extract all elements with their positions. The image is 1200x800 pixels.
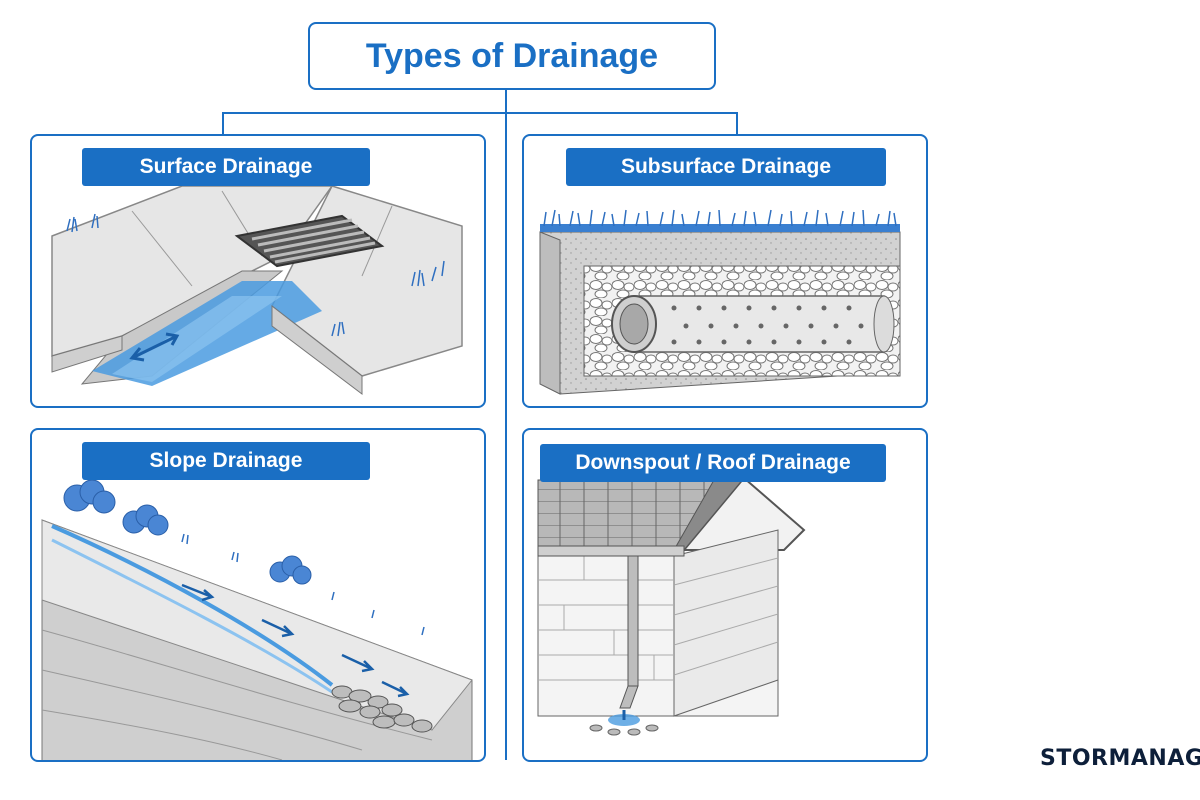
connector-right-drop	[736, 112, 738, 134]
card-slope-drainage: Slope Drainage	[30, 428, 486, 762]
connector-branch	[222, 112, 738, 114]
connector-trunk	[505, 90, 507, 760]
diagram-title-box: Types of Drainage	[308, 22, 716, 90]
card-surface-drainage: Surface Drainage	[30, 134, 486, 408]
card-downspout-roof-drainage: Downspout / Roof Drainage	[522, 428, 928, 762]
surface-drainage-illustration	[51, 185, 463, 396]
connector-left-drop	[222, 112, 224, 134]
slope-drainage-illustration	[41, 479, 473, 760]
brand-logo: STORMANAGE	[1040, 746, 1200, 771]
card-subsurface-drainage: Subsurface Drainage	[522, 134, 928, 408]
subsurface-drainage-illustration	[539, 209, 901, 395]
card-label-subsurface-drainage: Subsurface Drainage	[566, 148, 886, 186]
diagram-title: Types of Drainage	[365, 36, 659, 75]
card-label-downspout-roof-drainage: Downspout / Roof Drainage	[540, 444, 886, 482]
card-label-surface-drainage: Surface Drainage	[82, 148, 370, 186]
card-label-slope-drainage: Slope Drainage	[82, 442, 370, 480]
